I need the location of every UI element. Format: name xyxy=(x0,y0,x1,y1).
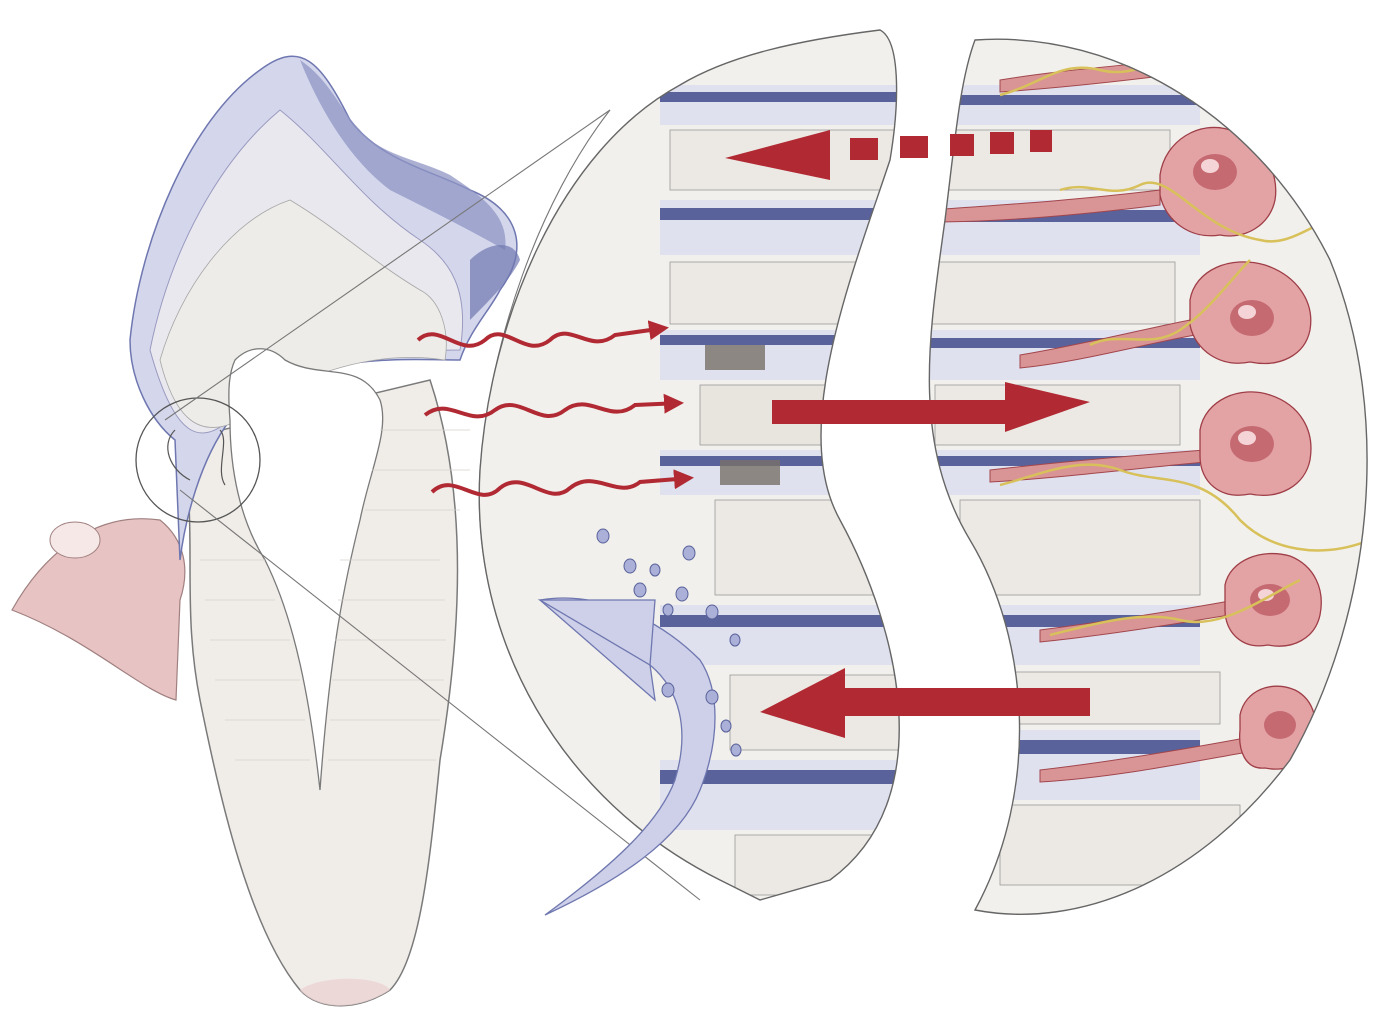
droplet-icon xyxy=(683,546,695,560)
droplet-icon xyxy=(731,744,741,756)
droplet-icon xyxy=(706,605,718,619)
droplet-icon xyxy=(663,604,673,616)
odontoblast-cell-icon xyxy=(1160,127,1276,236)
tooth xyxy=(130,56,520,1006)
droplet-icon xyxy=(706,690,718,704)
gingiva xyxy=(12,519,185,700)
odontoblast-cell-icon xyxy=(1240,686,1316,769)
droplet-icon xyxy=(676,587,688,601)
droplet-icon xyxy=(650,564,660,576)
magnified-section-right xyxy=(900,20,1383,940)
droplet-icon xyxy=(624,559,636,573)
droplet-icon xyxy=(721,720,731,732)
droplet-icon xyxy=(662,683,674,697)
droplet-icon xyxy=(730,634,740,646)
odontoblast-cell-icon xyxy=(1225,554,1321,647)
droplet-icon xyxy=(634,583,646,597)
droplet-icon xyxy=(597,529,609,543)
